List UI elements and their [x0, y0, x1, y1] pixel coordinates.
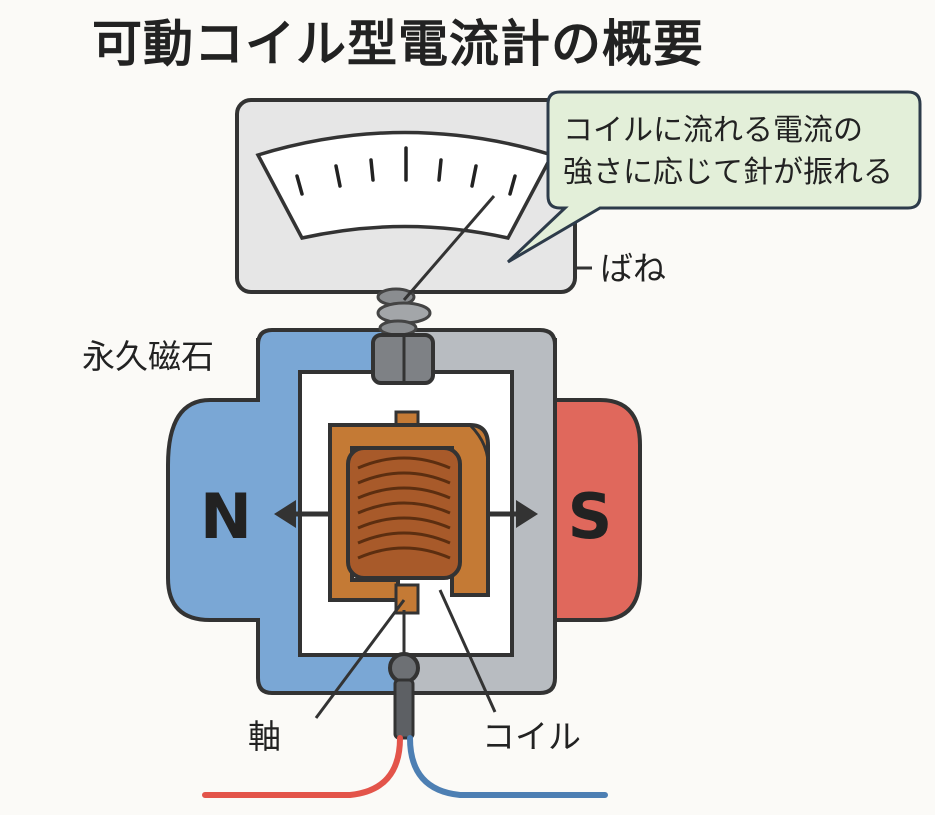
callout-text: コイルに流れる電流の 強さに応じて針が振れる — [563, 110, 923, 194]
coil — [346, 446, 462, 580]
magnet-label: 永久磁石 — [82, 337, 214, 376]
south-pole-magnet — [553, 398, 642, 622]
coil-windings — [357, 456, 451, 560]
shaft-label: 軸 — [248, 717, 281, 756]
dial-ticks — [295, 146, 517, 196]
terminal-post — [393, 678, 415, 740]
field-arrows — [274, 500, 538, 528]
coil-label: コイル — [482, 717, 581, 756]
blue-wire — [407, 735, 608, 798]
callout-line-2: 強さに応じて針が振れる — [563, 155, 893, 190]
shaft-bearing — [388, 652, 420, 684]
red-wire — [202, 735, 403, 798]
callout-bubble — [506, 90, 922, 264]
spring-label: ばね — [600, 249, 666, 288]
diagram-title: 可動コイル型電流計の概要 — [92, 15, 704, 73]
south-label: S — [568, 480, 613, 553]
meter-needle — [402, 195, 496, 301]
north-label: N — [200, 480, 252, 553]
callout-line-1: コイルに流れる電流の — [563, 113, 863, 148]
